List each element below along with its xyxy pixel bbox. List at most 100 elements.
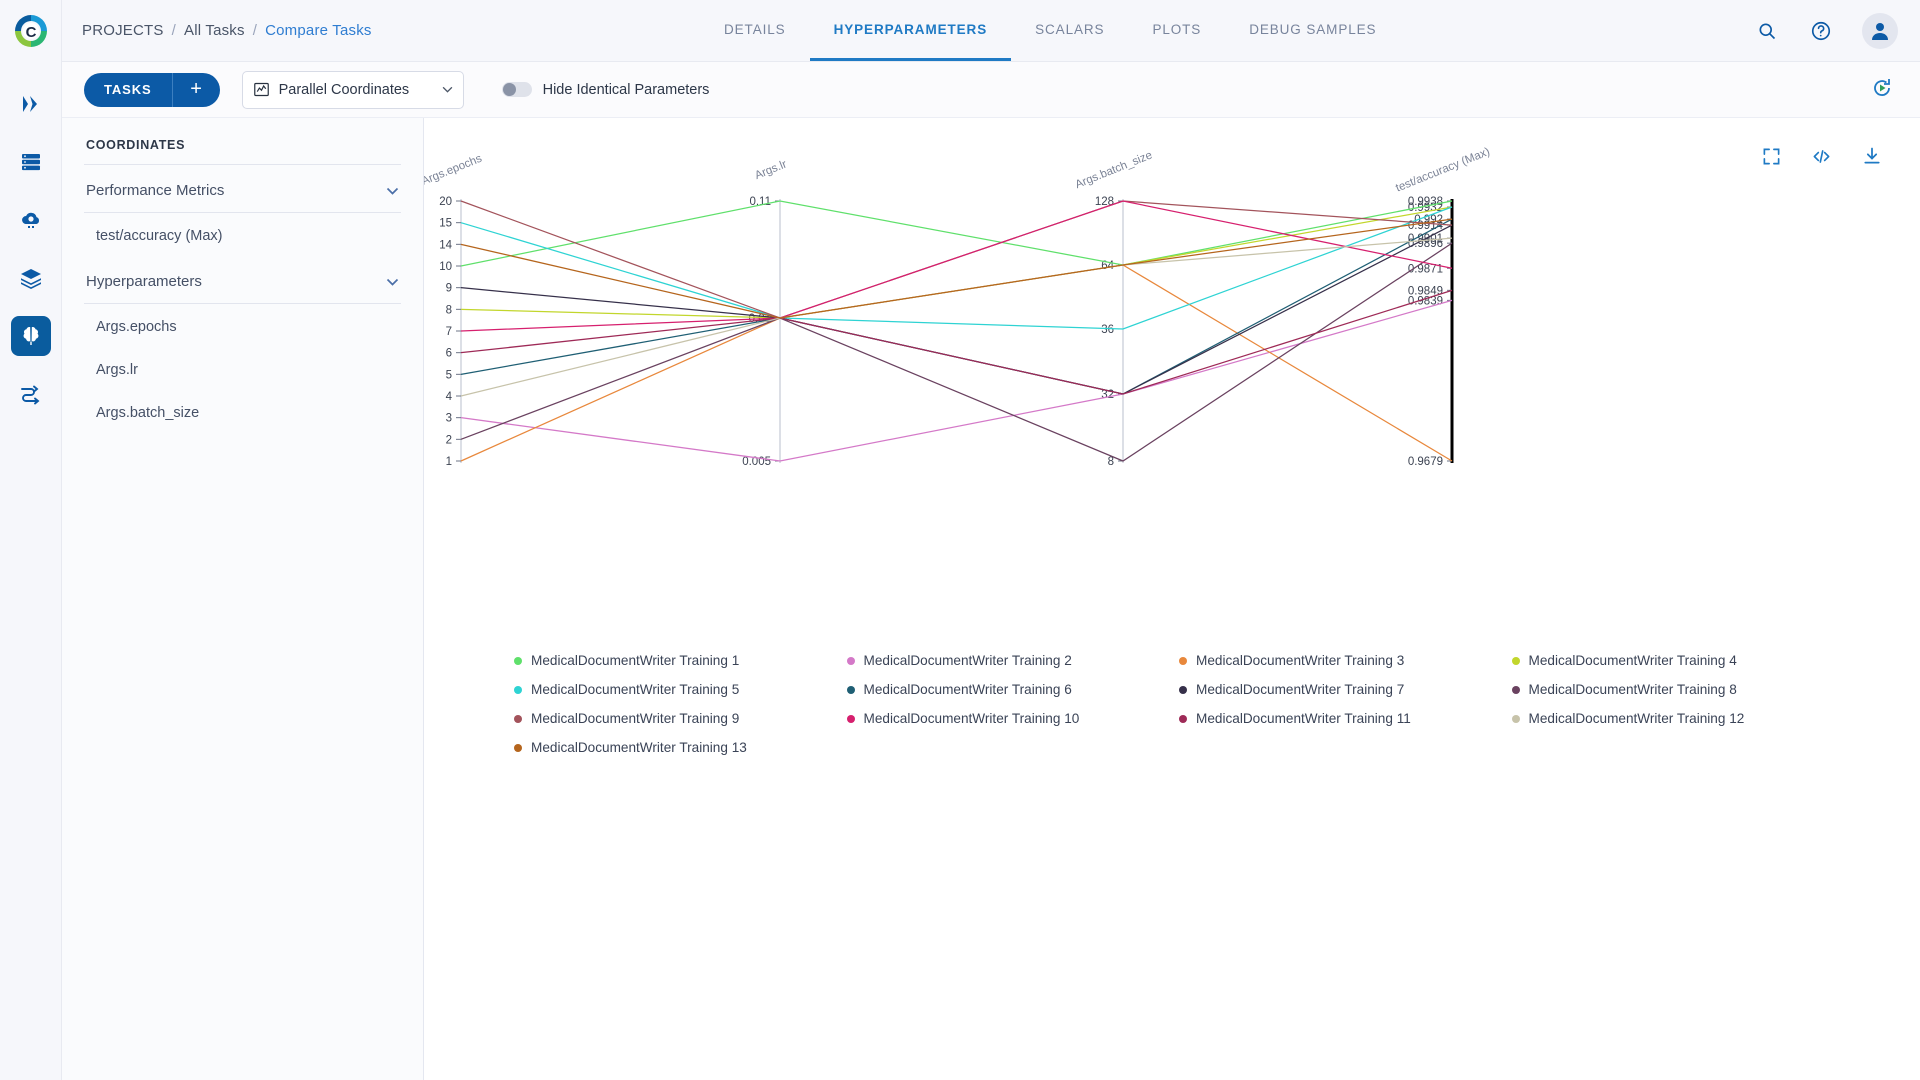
plot-type-value: Parallel Coordinates — [278, 81, 410, 98]
legend-color-dot — [514, 656, 522, 665]
auto-refresh-icon[interactable] — [1870, 76, 1894, 105]
legend-color-dot — [1511, 656, 1520, 665]
tab-plots[interactable]: PLOTS — [1152, 21, 1202, 37]
svg-text:8: 8 — [446, 304, 452, 316]
coordinate-test-accuracy-max[interactable]: test/accuracy (Max) — [96, 228, 223, 244]
series-line — [460, 200, 1453, 319]
chevron-down-icon — [442, 86, 452, 93]
group-hyperparameters[interactable]: Hyperparameters — [84, 256, 401, 304]
chevron-down-icon — [386, 278, 399, 286]
plot-toolbar: TASKS + Parallel Coordinates Hide Identi… — [62, 62, 1920, 118]
series-line — [460, 289, 1453, 395]
legend-item[interactable]: MedicalDocumentWriter Training 3 — [1179, 646, 1512, 675]
breadcrumb: PROJECTS / All Tasks / Compare Tasks — [82, 22, 372, 39]
svg-text:9: 9 — [446, 283, 452, 295]
experiments-icon[interactable] — [10, 316, 51, 356]
svg-text:2: 2 — [446, 434, 452, 446]
svg-text:0.9849: 0.9849 — [1408, 285, 1443, 297]
legend-item[interactable]: MedicalDocumentWriter Training 7 — [1179, 675, 1512, 704]
group-performance-metrics-label: Performance Metrics — [86, 182, 225, 199]
legend-item[interactable]: MedicalDocumentWriter Training 5 — [514, 675, 847, 704]
hide-identical-parameters-label: Hide Identical Parameters — [542, 81, 710, 98]
datasets-icon[interactable] — [11, 142, 51, 182]
svg-text:Args.lr: Args.lr — [753, 158, 788, 182]
legend-item[interactable]: MedicalDocumentWriter Training 11 — [1179, 704, 1512, 733]
legend-color-dot — [1511, 714, 1520, 723]
search-icon[interactable] — [1754, 18, 1780, 44]
legend-color-dot — [846, 685, 855, 694]
series-line — [460, 242, 1453, 462]
svg-text:5: 5 — [446, 369, 452, 381]
breadcrumb-all-tasks[interactable]: All Tasks — [184, 22, 245, 39]
models-icon[interactable] — [11, 258, 51, 298]
tab-hyperparameters[interactable]: HYPERPARAMETERS — [809, 0, 1012, 61]
legend-label: MedicalDocumentWriter Training 5 — [531, 682, 740, 697]
embed-code-icon[interactable] — [1811, 147, 1832, 171]
series-line — [460, 218, 1453, 395]
breadcrumb-compare-tasks[interactable]: Compare Tasks — [265, 22, 372, 39]
toggle-knob — [502, 83, 516, 96]
download-icon[interactable] — [1862, 146, 1882, 171]
tasks-button-group: TASKS + — [84, 72, 220, 107]
svg-text:36: 36 — [1101, 324, 1114, 336]
legend-color-dot — [846, 656, 855, 665]
tasks-button[interactable]: TASKS — [84, 72, 172, 107]
avatar[interactable] — [1862, 12, 1898, 49]
svg-text:7: 7 — [446, 326, 452, 338]
svg-text:8: 8 — [1108, 456, 1114, 468]
add-task-button[interactable]: + — [171, 72, 220, 107]
svg-text:Args.batch_size: Args.batch_size — [1074, 149, 1154, 191]
coordinates-title: COORDINATES — [84, 134, 401, 165]
legend-label: MedicalDocumentWriter Training 6 — [863, 682, 1072, 697]
app-logo[interactable]: C — [0, 0, 62, 62]
coordinate-args-batch-size[interactable]: Args.batch_size — [96, 405, 200, 421]
tab-scalars[interactable]: SCALARS — [1035, 21, 1105, 37]
breadcrumb-separator-2: / — [252, 22, 258, 39]
legend-item[interactable]: MedicalDocumentWriter Training 13 — [514, 733, 847, 762]
svg-text:128: 128 — [1095, 196, 1114, 208]
plot-type-select[interactable]: Parallel Coordinates — [241, 70, 464, 109]
user-avatar-icon — [1872, 22, 1888, 40]
breadcrumb-projects[interactable]: PROJECTS — [82, 22, 164, 39]
legend-label: MedicalDocumentWriter Training 9 — [531, 711, 740, 726]
chart-legend: MedicalDocumentWriter Training 1 MedicalD… — [514, 646, 1844, 762]
legend-label: MedicalDocumentWriter Training 1 — [531, 653, 740, 668]
legend-item[interactable]: MedicalDocumentWriter Training 8 — [1511, 675, 1845, 704]
parallel-coordinates-plot[interactable]: Args.epochs20151410987654321Args.lr0.110… — [424, 118, 1920, 678]
group-performance-metrics[interactable]: Performance Metrics — [84, 165, 401, 213]
legend-color-dot — [1179, 714, 1187, 723]
legend-item[interactable]: MedicalDocumentWriter Training 1 — [514, 646, 847, 675]
legend-item[interactable]: MedicalDocumentWriter Training 4 — [1511, 646, 1845, 675]
legend-item[interactable]: MedicalDocumentWriter Training 6 — [846, 675, 1180, 704]
legend-label: MedicalDocumentWriter Training 3 — [1196, 653, 1405, 668]
legend-item[interactable]: MedicalDocumentWriter Training 2 — [846, 646, 1180, 675]
legend-color-dot — [846, 714, 855, 723]
pipelines-icon[interactable] — [11, 84, 51, 124]
left-nav-rail — [0, 62, 62, 1080]
breadcrumb-separator-1: / — [171, 22, 176, 39]
legend-item[interactable]: MedicalDocumentWriter Training 12 — [1511, 704, 1845, 733]
legend-item[interactable]: MedicalDocumentWriter Training 9 — [514, 704, 847, 733]
workflows-icon[interactable] — [11, 374, 51, 414]
svg-text:6: 6 — [446, 348, 452, 360]
hyper-datasets-icon[interactable] — [11, 200, 51, 240]
svg-text:10: 10 — [439, 261, 452, 273]
help-circle-icon[interactable] — [1808, 18, 1834, 44]
tab-details[interactable]: DETAILS — [724, 21, 786, 37]
tab-debug-samples[interactable]: DEBUG SAMPLES — [1249, 21, 1377, 37]
coordinate-args-lr[interactable]: Args.lr — [96, 362, 138, 378]
svg-text:4: 4 — [446, 391, 453, 403]
coordinate-args-epochs[interactable]: Args.epochs — [96, 319, 177, 335]
legend-color-dot — [514, 685, 522, 694]
legend-item[interactable]: MedicalDocumentWriter Training 10 — [846, 704, 1180, 733]
svg-text:Args.epochs: Args.epochs — [424, 153, 484, 188]
legend-label: MedicalDocumentWriter Training 12 — [1528, 711, 1745, 726]
legend-label: MedicalDocumentWriter Training 2 — [863, 653, 1072, 668]
svg-text:0.9839: 0.9839 — [1408, 295, 1443, 307]
legend-label: MedicalDocumentWriter Training 11 — [1196, 711, 1411, 726]
legend-label: MedicalDocumentWriter Training 13 — [531, 740, 747, 755]
hide-identical-parameters-toggle[interactable]: Hide Identical Parameters — [501, 81, 710, 98]
expand-icon[interactable] — [1762, 147, 1781, 171]
svg-text:C: C — [25, 24, 36, 41]
